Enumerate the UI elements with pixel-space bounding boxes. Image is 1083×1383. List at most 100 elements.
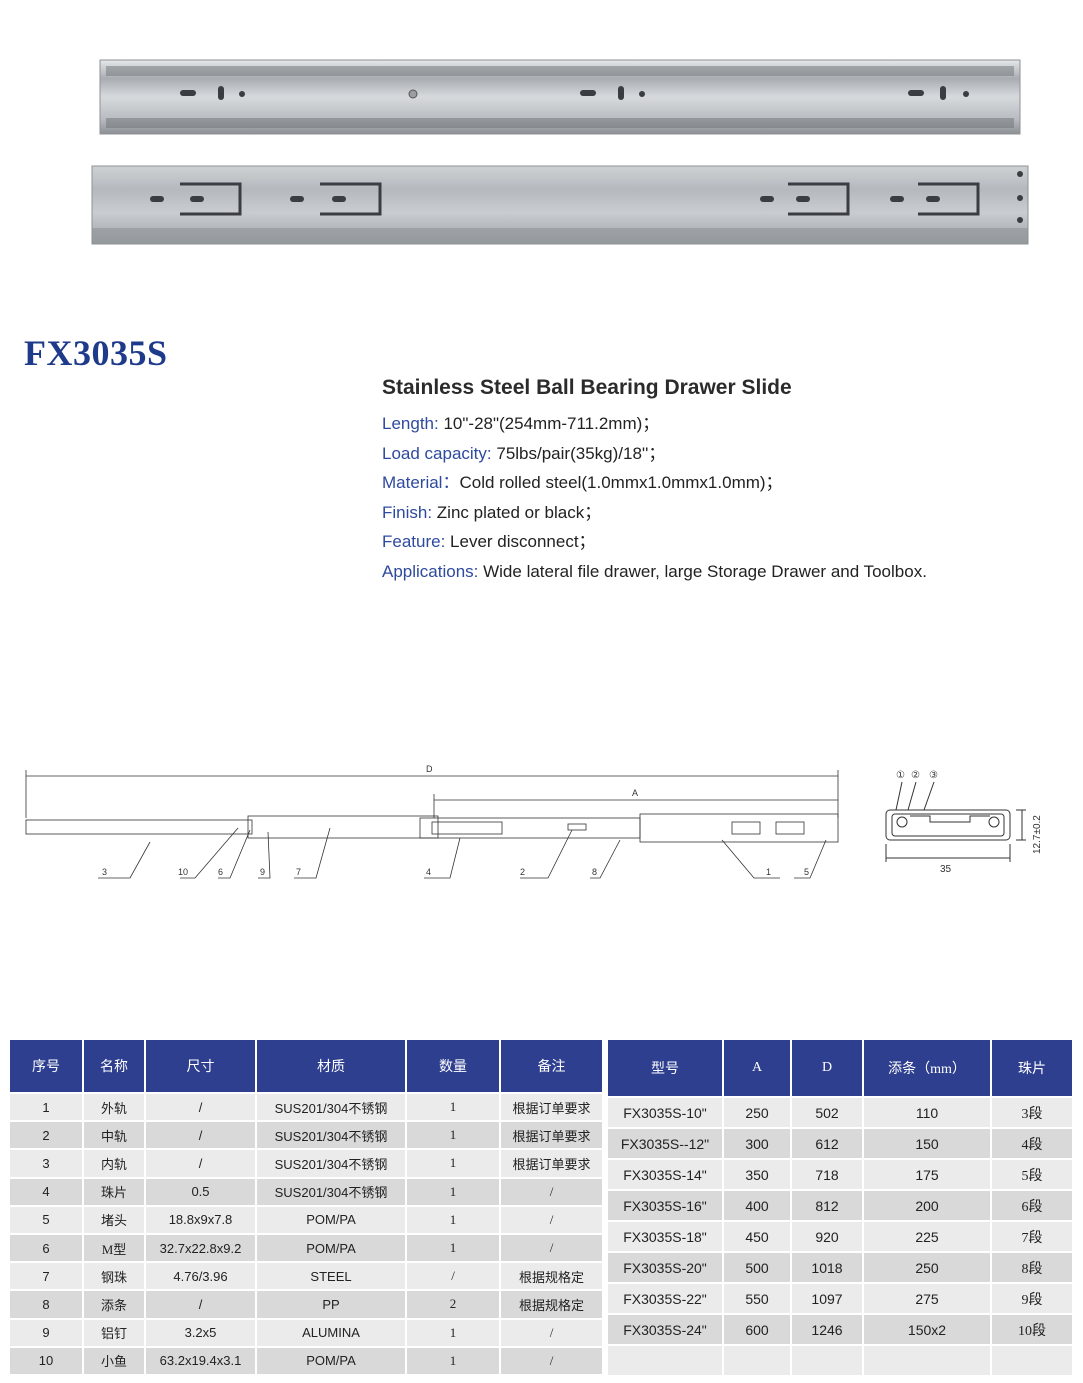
table-cell: 堵头 (82, 1204, 146, 1235)
model-title: FX3035S (24, 333, 168, 373)
table-cell: 4段 (990, 1127, 1074, 1160)
callout-1: 1 (766, 867, 771, 877)
callout-10: 10 (178, 867, 188, 877)
table-cell: / (405, 1261, 501, 1292)
spec-row-material: Material：Cold rolled steel(1.0mmx1.0mmx1… (382, 468, 1062, 498)
table-cell: / (499, 1345, 604, 1376)
spec-label: Finish: (382, 502, 433, 522)
table-cell: 150 (862, 1127, 992, 1160)
table-cell: 1 (405, 1232, 501, 1264)
table-cell: 7 (8, 1261, 84, 1292)
table-cell: 400 (722, 1189, 792, 1222)
spec-row-applications: Applications: Wide lateral file drawer, … (382, 557, 1062, 587)
table-cell: M型 (82, 1232, 146, 1264)
table-cell: 1 (405, 1345, 501, 1376)
header-filler-strip: 添条（mm） (862, 1038, 992, 1098)
table-cell (862, 1344, 992, 1377)
table-cell: 3 (8, 1148, 84, 1179)
table-cell: 1 (405, 1120, 501, 1151)
table-cell: 8 (8, 1289, 84, 1320)
table-cell: 500 (722, 1251, 792, 1284)
spec-value: 10"-28"(254mm-711.2mm)； (438, 414, 660, 433)
table-cell: 0.5 (144, 1176, 257, 1207)
technical-drawing-side: D A 3 10 6 9 7 4 2 8 1 5 (25, 764, 839, 879)
table-cell: 550 (722, 1282, 792, 1315)
table-cell (722, 1344, 792, 1377)
header-name: 名称 (82, 1038, 146, 1094)
table-cell: 9段 (990, 1282, 1074, 1315)
header-model: 型号 (606, 1038, 724, 1098)
section-callout-2: ② (911, 770, 920, 781)
table-cell: 3.2x5 (144, 1317, 257, 1348)
table-header-row: 序号 名称 尺寸 材质 数量 备注 (8, 1038, 604, 1094)
header-remarks: 备注 (499, 1038, 604, 1094)
spec-row-length: Length: 10"-28"(254mm-711.2mm)； (382, 409, 1062, 439)
table-cell: ALUMINA (255, 1317, 407, 1348)
technical-drawing-section: ① ② ③ 35 12.7±0.2 (885, 770, 1043, 875)
table-cell: 718 (790, 1158, 864, 1191)
spec-block: Stainless Steel Ball Bearing Drawer Slid… (382, 376, 1062, 586)
callout-8: 8 (592, 867, 597, 877)
product-photo (91, 59, 1029, 245)
table-cell: / (499, 1317, 604, 1348)
spec-label: Material： (382, 473, 460, 492)
table-cell: 4.76/3.96 (144, 1261, 257, 1292)
table-cell: 1 (405, 1176, 501, 1207)
table-cell: 3段 (990, 1096, 1074, 1129)
table-cell: FX3035S-16" (606, 1189, 724, 1222)
table-cell: 1 (405, 1317, 501, 1348)
table-cell (790, 1344, 864, 1377)
section-height-label: 12.7±0.2 (1032, 815, 1043, 854)
table-cell: 珠片 (82, 1176, 146, 1207)
table-row (606, 1344, 1074, 1377)
table-cell: FX3035S-24" (606, 1313, 724, 1346)
callout-4: 4 (426, 867, 431, 877)
table-cell: 6 (8, 1232, 84, 1264)
table-cell: / (499, 1204, 604, 1235)
callout-6: 6 (218, 867, 223, 877)
table-cell: FX3035S-10" (606, 1096, 724, 1129)
table-cell: 2 (8, 1120, 84, 1151)
header-quantity: 数量 (405, 1038, 501, 1094)
table-cell: 300 (722, 1127, 792, 1160)
spec-row-load: Load capacity: 75lbs/pair(35kg)/18''； (382, 439, 1062, 469)
table-cell: 根据订单要求 (499, 1148, 604, 1179)
table-cell: SUS201/304不锈钢 (255, 1148, 407, 1179)
table-cell: 根据订单要求 (499, 1091, 604, 1123)
table-cell: 612 (790, 1127, 864, 1160)
table-cell: 225 (862, 1220, 992, 1253)
table-cell (606, 1344, 724, 1377)
table-cell: 10段 (990, 1313, 1074, 1346)
table-cell: 63.2x19.4x3.1 (144, 1345, 257, 1376)
table-cell: 外轨 (82, 1091, 146, 1123)
table-cell: 钢珠 (82, 1261, 146, 1292)
spec-label: Load capacity: (382, 443, 492, 463)
table-cell: 1 (405, 1091, 501, 1123)
table-cell: 1 (405, 1204, 501, 1235)
callout-5: 5 (804, 867, 809, 877)
table-cell: / (144, 1148, 257, 1179)
table-cell: 920 (790, 1220, 864, 1253)
table-cell: 10 (8, 1345, 84, 1376)
header-index: 序号 (8, 1038, 84, 1094)
table-cell: / (499, 1232, 604, 1264)
header-ball-cage: 珠片 (990, 1038, 1074, 1098)
spec-row-feature: Feature: Lever disconnect； (382, 527, 1062, 557)
table-cell: 150x2 (862, 1313, 992, 1346)
table-cell: / (144, 1091, 257, 1123)
table-cell: 350 (722, 1158, 792, 1191)
